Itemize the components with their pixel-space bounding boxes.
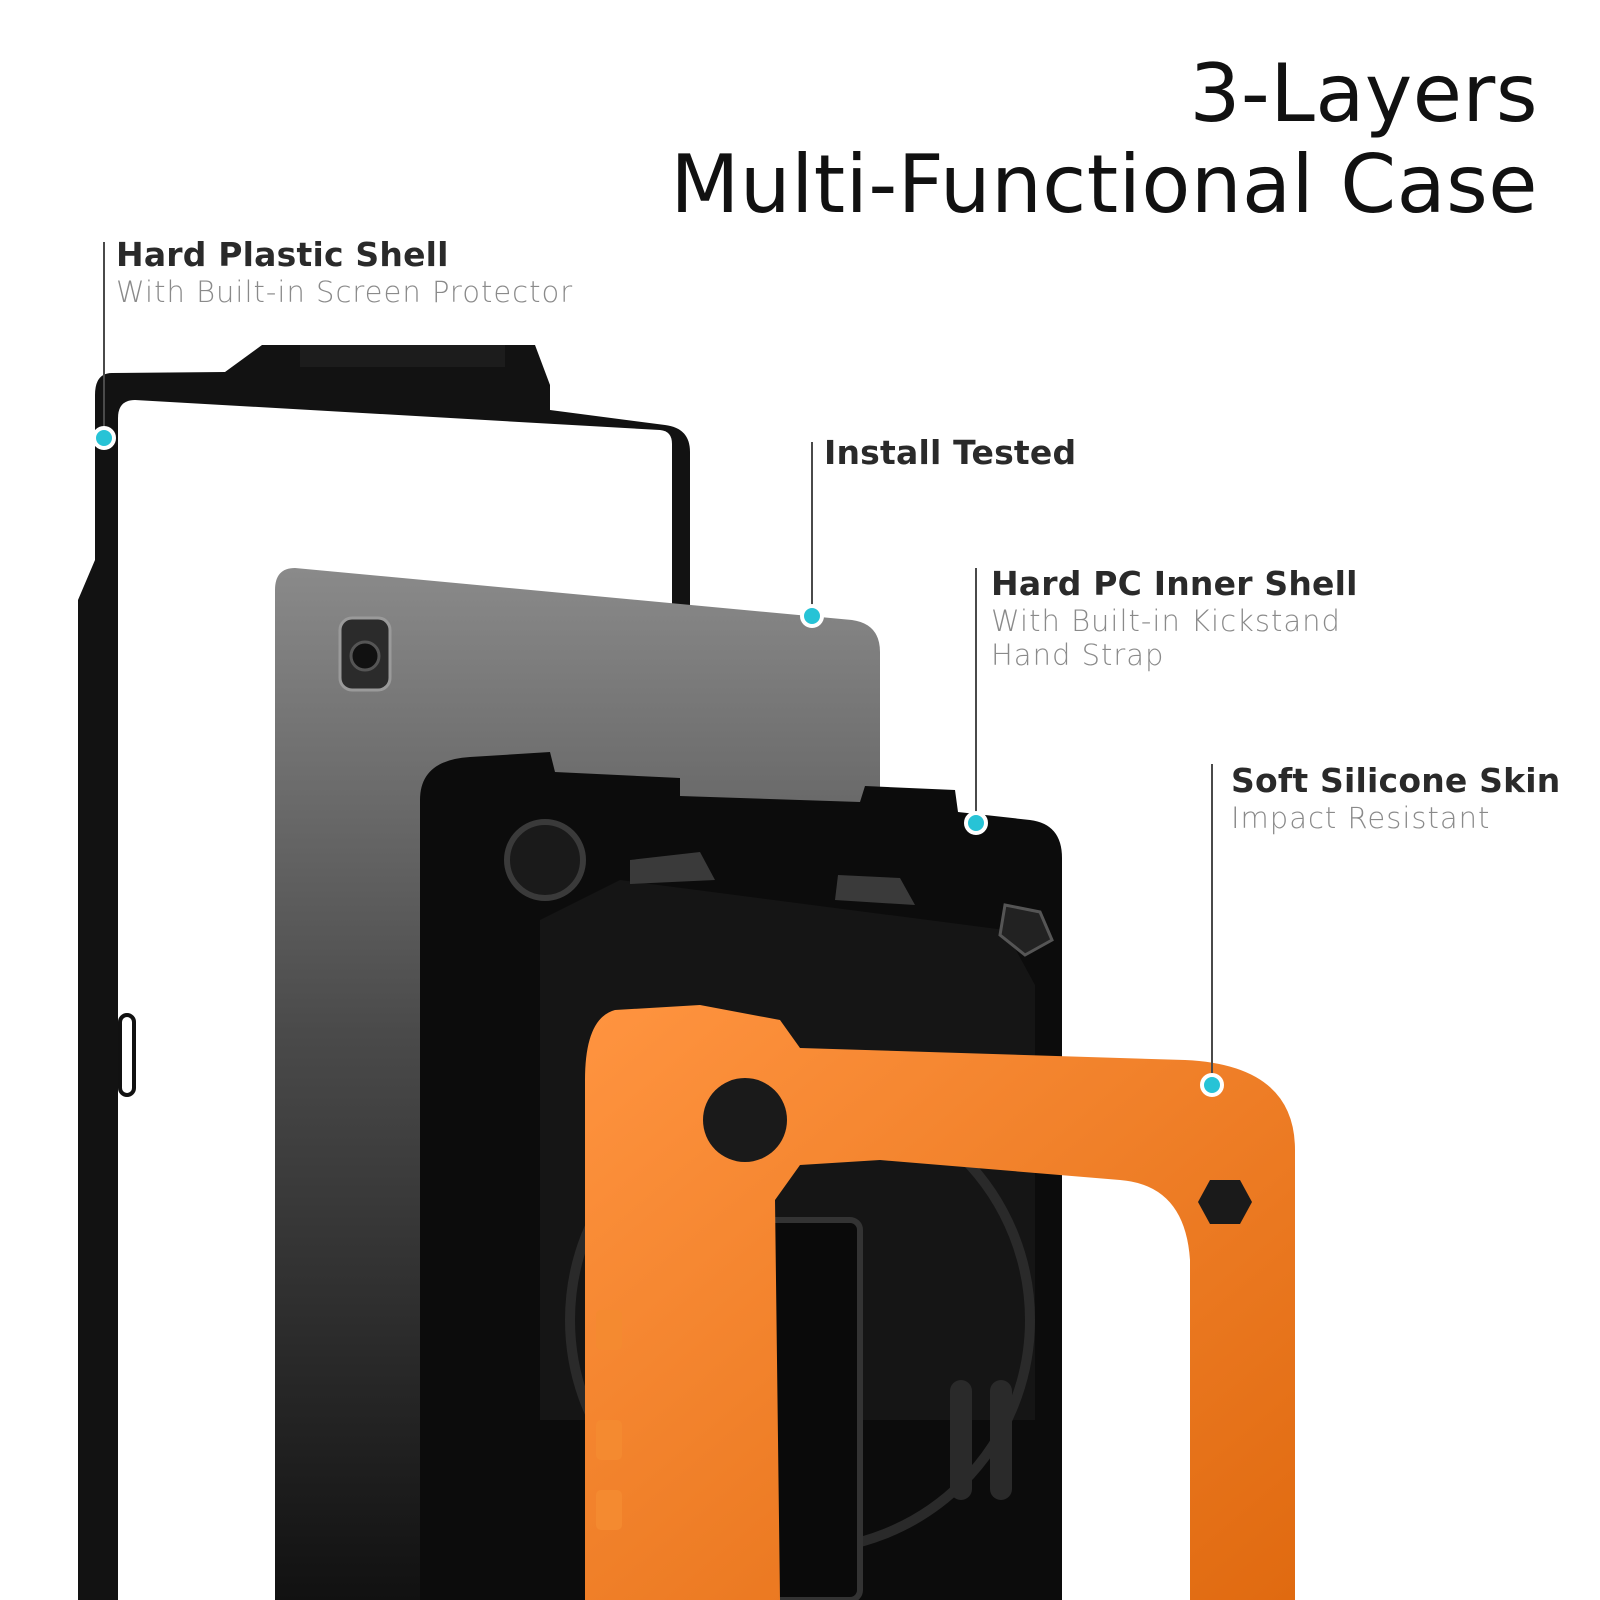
title-line-1: 3-Layers xyxy=(1189,47,1538,140)
callout-heading: Install Tested xyxy=(824,433,1077,472)
callout-leaders xyxy=(103,242,1213,1085)
camera-lens-icon xyxy=(349,640,381,672)
callout-subtext: With Built-in Screen Protector xyxy=(116,275,574,310)
callout-subtext: With Built-in Kickstand xyxy=(991,604,1341,639)
callout-soft-silicone-skin: Soft Silicone Skin Impact Resistant xyxy=(1231,760,1560,835)
callout-hard-pc-inner-shell: Hard PC Inner Shell With Built-in Kickst… xyxy=(991,563,1358,673)
marker-silicone-dot-icon xyxy=(1200,1073,1224,1097)
callout-markers xyxy=(92,426,1224,1097)
marker-plastic-dot-icon xyxy=(92,426,116,450)
soft-silicone-skin xyxy=(585,1005,1295,1600)
title-line-2: Multi-Functional Case xyxy=(670,138,1538,232)
page-title: 3-Layers Multi-Functional Case xyxy=(670,47,1538,232)
callout-heading: Soft Silicone Skin xyxy=(1231,761,1561,800)
callout-heading: Hard Plastic Shell xyxy=(116,235,449,274)
marker-pc-dot-icon xyxy=(964,811,988,835)
strap-anchor-hole xyxy=(1198,1180,1252,1224)
callout-hard-plastic-shell: Hard Plastic Shell With Built-in Screen … xyxy=(116,234,573,309)
shell-side-cutout xyxy=(118,1013,136,1097)
callout-subtext: Hand Strap xyxy=(991,638,1165,673)
kickstand-hole xyxy=(703,1078,787,1162)
callout-heading: Hard PC Inner Shell xyxy=(991,564,1358,603)
marker-install-dot-icon xyxy=(800,604,824,628)
callout-install-tested: Install Tested xyxy=(824,432,1076,473)
callout-subtext: Impact Resistant xyxy=(1231,801,1491,836)
